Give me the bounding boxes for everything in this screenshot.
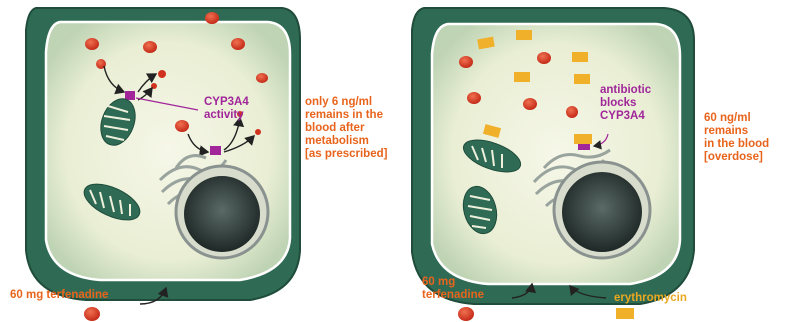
terfenadine-molecule xyxy=(231,38,245,50)
nucleus-core xyxy=(562,172,642,252)
terfenadine-dose-pill xyxy=(84,307,100,321)
cyp3a4-activity-label: CYP3A4 activity xyxy=(204,96,249,122)
erythromycin-molecule xyxy=(574,134,592,144)
terfenadine-dose-pill xyxy=(458,307,474,321)
cyp3a4-enzyme xyxy=(210,146,221,155)
erythromycin-label: erythromycin xyxy=(614,292,687,305)
antibiotic-blocks-label: antibiotic blocks CYP3A4 xyxy=(600,84,651,123)
terfenadine-fragment xyxy=(158,70,166,78)
left-cell xyxy=(26,8,300,321)
terfenadine-molecule xyxy=(85,38,99,50)
terfenadine-molecule xyxy=(175,120,189,132)
terfenadine-molecule xyxy=(143,41,157,53)
right-cell xyxy=(412,8,694,321)
erythromycin-molecule xyxy=(572,52,588,62)
erythromycin-molecule xyxy=(514,72,530,82)
terfenadine-molecule xyxy=(537,52,551,64)
left-result-label: only 6 ng/ml remains in the blood after … xyxy=(305,96,387,161)
terfenadine-fragment xyxy=(255,129,261,135)
cyp3a4-enzyme xyxy=(125,91,135,100)
terfenadine-molecule xyxy=(205,12,219,24)
right-result-label: 60 ng/ml remains in the blood [overdose] xyxy=(704,112,769,164)
erythromycin-molecule xyxy=(516,30,532,40)
terfenadine-molecule xyxy=(566,106,578,118)
terfenadine-molecule xyxy=(256,73,268,83)
terfenadine-molecule xyxy=(459,56,473,68)
erythromycin-dose xyxy=(616,308,634,319)
right-dose-label: 60 mg terfenadine xyxy=(422,276,484,302)
nucleus-core xyxy=(184,176,260,252)
left-dose-label: 60 mg terfenadine xyxy=(10,289,108,302)
terfenadine-molecule xyxy=(467,92,481,104)
blocked-cyp3a4-enzyme xyxy=(578,144,590,150)
terfenadine-molecule xyxy=(523,98,537,110)
erythromycin-molecule xyxy=(574,74,590,84)
